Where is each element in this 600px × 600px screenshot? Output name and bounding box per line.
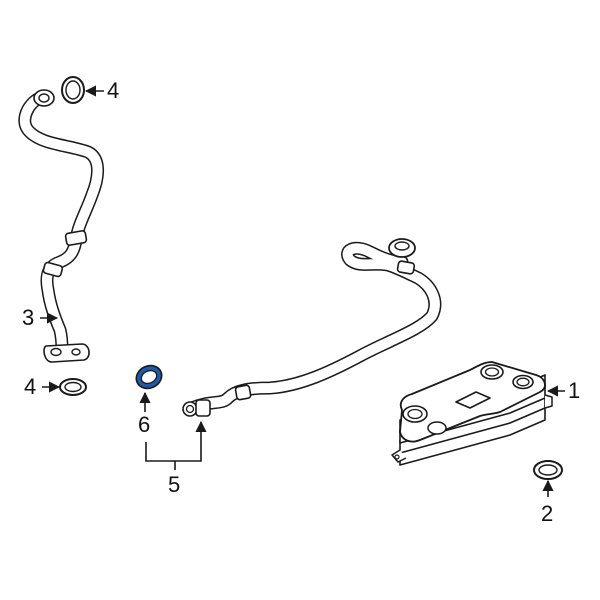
lower-o-ring xyxy=(59,378,87,396)
callout-4-upper: 4 xyxy=(107,78,120,103)
callout-1: 1 xyxy=(568,378,581,403)
callout-5: 5 xyxy=(168,472,181,497)
callout-3: 3 xyxy=(22,305,35,330)
leader-lines xyxy=(40,85,565,497)
callout-4-lower: 4 xyxy=(24,374,37,399)
upper-oil-line xyxy=(18,89,104,363)
oil-cooler-gasket xyxy=(533,460,563,480)
lower-oil-line xyxy=(182,238,442,417)
callout-2: 2 xyxy=(541,501,554,526)
bracket-5 xyxy=(145,442,202,462)
oil-cooler xyxy=(391,361,553,466)
callout-6: 6 xyxy=(138,412,151,437)
highlighted-seal xyxy=(135,364,163,390)
upper-o-ring xyxy=(61,76,85,104)
